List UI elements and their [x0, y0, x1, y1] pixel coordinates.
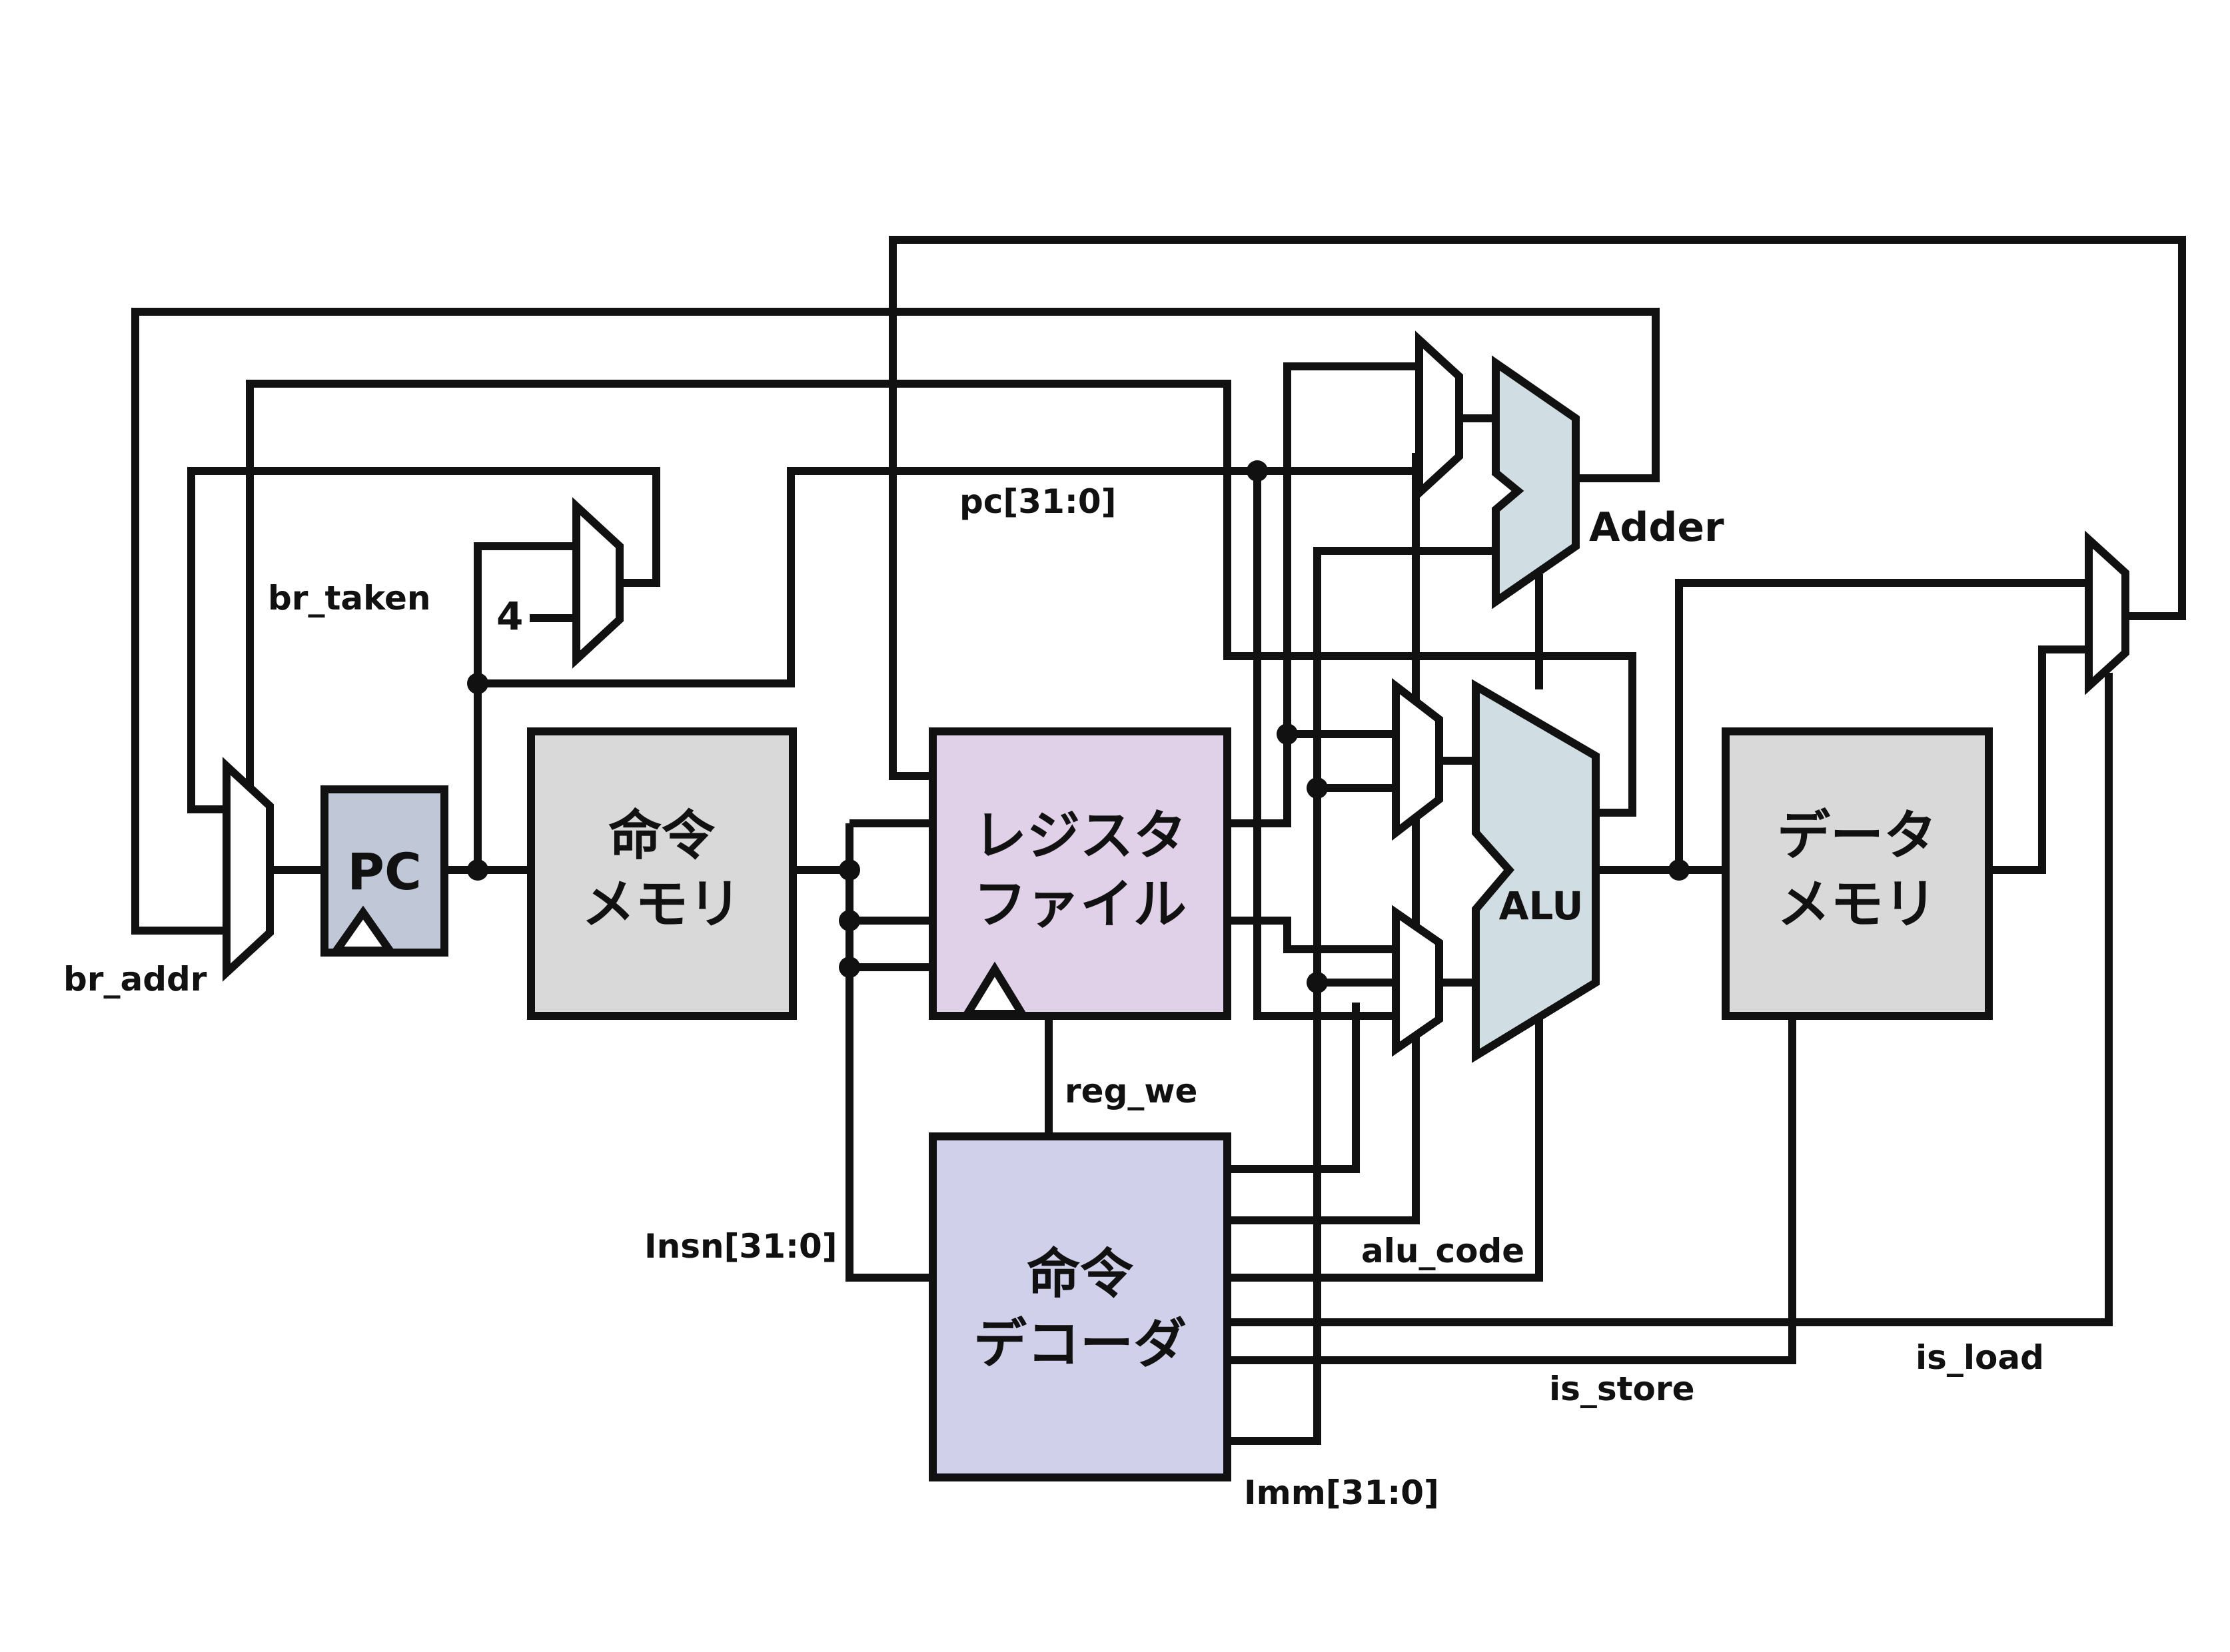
decoder-line1: 命令 — [1027, 1243, 1134, 1305]
adder-input-mux — [1415, 330, 1463, 502]
junction-alu-out — [1668, 859, 1690, 881]
wire-rs2-out — [1227, 917, 1396, 953]
dmem-line1: データ — [1777, 805, 1937, 867]
insn-bus-label: Insn[31:0] — [644, 1227, 837, 1266]
wire-dmem-out — [1989, 645, 2089, 874]
adder-block — [1492, 355, 1580, 610]
regfile-line1: レジスタ — [973, 805, 1187, 867]
wire-pc-to-plus4 — [474, 542, 576, 870]
junction-pc-out — [467, 859, 488, 881]
wire-imm-trunk — [1227, 547, 1492, 1445]
wire-writeback — [889, 236, 2186, 780]
wire-pc-to-adder-mux — [478, 467, 1426, 687]
const-four-label: 4 — [496, 594, 523, 639]
alu-code-label: alu_code — [1361, 1232, 1524, 1270]
junctions — [467, 460, 1690, 993]
adder-label: Adder — [1589, 504, 1724, 551]
data-memory — [1722, 727, 1993, 1020]
junction-imm-a — [1307, 777, 1328, 799]
imm-bus-label: Imm[31:0] — [1244, 1473, 1439, 1512]
junction-pc-bus — [1247, 460, 1268, 482]
alu-label: ALU — [1499, 883, 1584, 929]
reg-we-label: reg_we — [1065, 1072, 1197, 1110]
pc-bus-label: pc[31:0] — [959, 482, 1117, 521]
junction-imm-b — [1307, 972, 1328, 993]
instruction-decoder — [929, 1132, 1231, 1481]
wire-is-load — [1227, 673, 2113, 1326]
signal-labels: 4 br_taken br_addr pc[31:0] Insn[31:0] r… — [63, 482, 2044, 1512]
wire-alu-feedback — [246, 380, 1636, 817]
junction-pc-plus4 — [467, 673, 488, 694]
wire-insn-trunk — [845, 823, 933, 1282]
register-file — [929, 727, 1231, 1020]
imem-line1: 命令 — [608, 805, 716, 867]
alu-a-mux — [1392, 677, 1443, 841]
wire-is-store — [1227, 1016, 1796, 1364]
instruction-memory — [527, 727, 797, 1020]
regfile-line2: ファイル — [973, 873, 1187, 935]
junction-insn-2 — [839, 910, 860, 931]
alu-block — [1472, 679, 1600, 1063]
wire-alu-to-loadmux — [1675, 579, 2089, 870]
imem-line2: メモリ — [582, 873, 742, 935]
pc-plus4-mux — [572, 497, 624, 669]
br-addr-label: br_addr — [63, 960, 207, 999]
wire-adder-out — [131, 308, 1660, 935]
wire-pcplus4-out — [187, 467, 660, 813]
pc-register — [320, 785, 448, 957]
is-store-label: is_store — [1549, 1370, 1694, 1408]
junction-rs1 — [1277, 723, 1298, 745]
junction-insn-1 — [839, 859, 860, 881]
decoder-line2: デコーダ — [973, 1313, 1187, 1375]
load-select-mux — [2085, 530, 2129, 695]
is-load-label: is_load — [1916, 1338, 2044, 1377]
wire-ctrl-muxB — [1227, 1003, 1360, 1173]
br-taken-label: br_taken — [268, 579, 431, 618]
regfile-clock-icon — [960, 961, 1029, 1018]
pc-select-mux — [223, 757, 274, 982]
wire-alu-code — [1227, 1019, 1543, 1282]
alu-b-mux — [1392, 905, 1443, 1057]
muxes — [223, 330, 2129, 1057]
pc-clock-icon — [328, 905, 398, 955]
junction-insn-3 — [839, 957, 860, 978]
dmem-line2: メモリ — [1777, 873, 1937, 935]
pc-label: PC — [347, 842, 421, 901]
